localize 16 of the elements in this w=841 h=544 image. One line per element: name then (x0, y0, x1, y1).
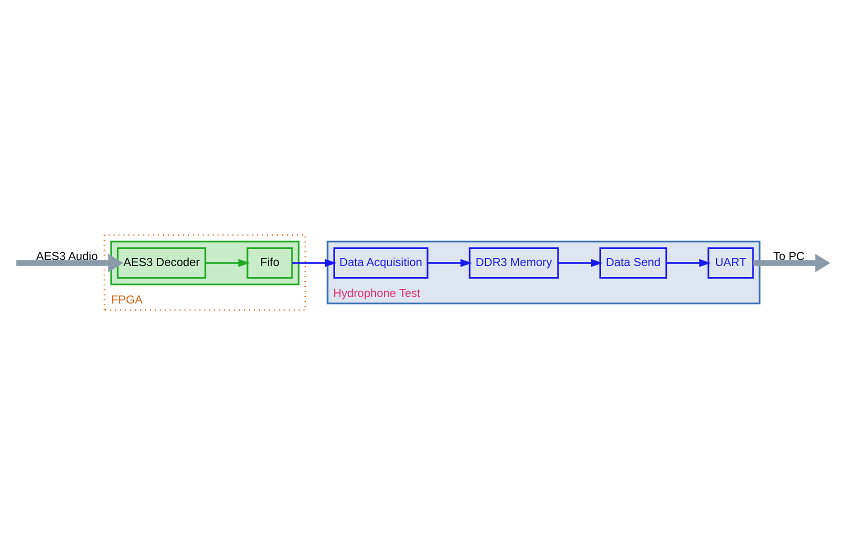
arrow (205, 258, 250, 267)
arrow (753, 253, 830, 272)
edge-label: To PC (773, 250, 805, 262)
arrow (292, 258, 336, 267)
node-box: Fifo (246, 246, 293, 278)
cluster (110, 240, 300, 285)
arrow (558, 258, 603, 267)
arrow (16, 253, 124, 272)
node-box: Data Send (599, 246, 668, 278)
node-box: Data Acquisition (333, 246, 428, 278)
edge-label: AES3 Audio (36, 250, 98, 262)
arrow (428, 258, 472, 267)
node-box: AES3 Decoder (116, 246, 206, 278)
node-box: UART (708, 246, 754, 278)
arrow (666, 258, 711, 267)
node-box: DDR3 Memory (468, 246, 559, 278)
